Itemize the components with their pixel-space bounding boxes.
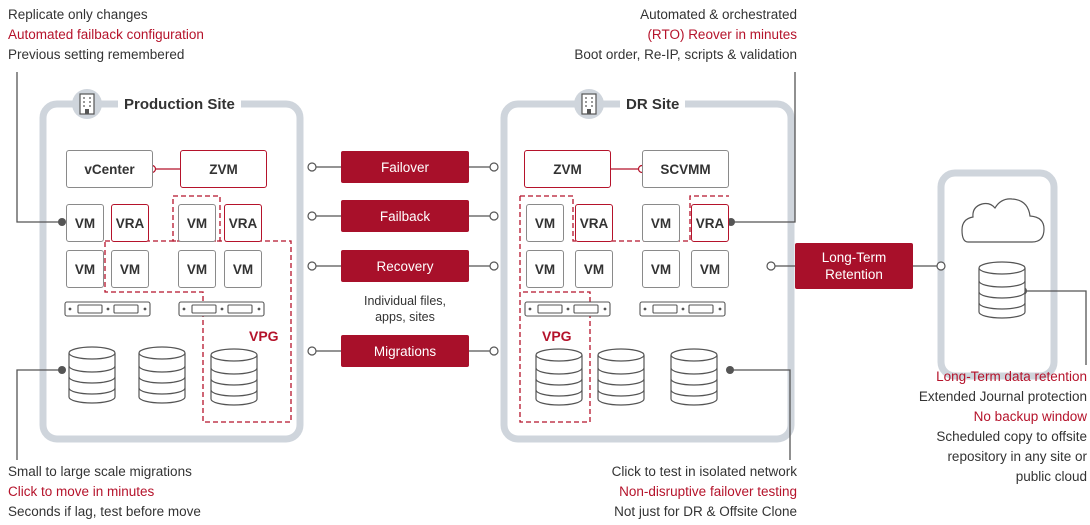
vm-box[interactable]: VM — [178, 204, 216, 242]
building-icon — [574, 89, 604, 119]
vra-box[interactable]: VRA — [691, 204, 729, 242]
scvmm-box[interactable]: SCVMM — [642, 150, 729, 188]
vm-box[interactable]: VM — [66, 204, 104, 242]
recovery-button[interactable]: Recovery — [341, 250, 469, 282]
database-icon — [535, 348, 583, 406]
note-line-highlight: Non-disruptive failover testing — [619, 484, 797, 499]
note-line-highlight: Click to move in minutes — [8, 484, 155, 499]
vm-box[interactable]: VM — [642, 204, 680, 242]
recovery-note: Individual files, apps, sites — [364, 294, 446, 324]
vcenter-box[interactable]: vCenter — [66, 150, 153, 188]
note-line: Click to test in isolated network — [611, 464, 797, 479]
failback-button[interactable]: Failback — [341, 200, 469, 232]
vpg-label: VPG — [249, 328, 279, 344]
vm-box[interactable]: VM — [526, 250, 564, 288]
vm-box[interactable]: VM — [224, 250, 262, 288]
note-line-highlight: Long-Term data retention — [936, 369, 1087, 384]
note-line-highlight: No backup window — [973, 409, 1087, 424]
building-icon — [72, 89, 102, 119]
database-icons — [68, 261, 1026, 406]
top-right-notes: Automated & orchestrated (RTO) Reover in… — [574, 5, 797, 65]
vm-box[interactable]: VM — [691, 250, 729, 288]
right-notes: Long-Term data retention Extended Journa… — [919, 367, 1087, 487]
vm-box[interactable]: VM — [642, 250, 680, 288]
note-line: Scheduled copy to offsite — [936, 429, 1087, 444]
vra-box[interactable]: VRA — [575, 204, 613, 242]
database-icon — [978, 261, 1026, 319]
note-line: repository in any site or — [947, 449, 1087, 464]
dr-site-title: DR Site — [620, 96, 686, 113]
note-line: Previous setting remembered — [8, 47, 185, 62]
production-site-title: Production Site — [118, 96, 241, 113]
vm-box[interactable]: VM — [178, 250, 216, 288]
vra-box[interactable]: VRA — [224, 204, 262, 242]
note-line: Replicate only changes — [8, 7, 148, 22]
vpg-label: VPG — [542, 328, 572, 344]
failover-button[interactable]: Failover — [341, 151, 469, 183]
long-term-retention-button[interactable]: Long-Term Retention — [795, 243, 913, 289]
database-icon — [210, 348, 258, 406]
note-line: Boot order, Re-IP, scripts & validation — [574, 47, 797, 62]
note-line: Not just for DR & Offsite Clone — [614, 504, 797, 519]
cloud-icon — [961, 198, 1045, 243]
zvm-box[interactable]: ZVM — [180, 150, 267, 188]
vm-box[interactable]: VM — [66, 250, 104, 288]
database-icon — [68, 346, 116, 404]
note-line: Seconds if lag, test before move — [8, 504, 201, 519]
vm-box[interactable]: VM — [111, 250, 149, 288]
note-line: Extended Journal protection — [918, 389, 1087, 404]
top-left-notes: Replicate only changes Automated failbac… — [8, 5, 204, 65]
vm-box[interactable]: VM — [526, 204, 564, 242]
note-line-highlight: (RTO) Reover in minutes — [647, 27, 797, 42]
vm-box[interactable]: VM — [575, 250, 613, 288]
cloud-site-frame — [937, 169, 1058, 380]
note-line: public cloud — [1015, 469, 1087, 484]
note-line: Automated & orchestrated — [640, 7, 797, 22]
database-icon — [670, 348, 718, 406]
bottom-center-notes: Click to test in isolated network Non-di… — [612, 462, 797, 522]
migrations-button[interactable]: Migrations — [341, 335, 469, 367]
note-line: Small to large scale migrations — [8, 464, 192, 479]
bottom-left-notes: Small to large scale migrations Click to… — [8, 462, 201, 522]
zvm-box[interactable]: ZVM — [524, 150, 611, 188]
note-line-highlight: Automated failback configuration — [8, 27, 204, 42]
database-icon — [597, 348, 645, 406]
vra-box[interactable]: VRA — [111, 204, 149, 242]
vpg-outlines — [104, 195, 729, 423]
database-icon — [138, 346, 186, 404]
